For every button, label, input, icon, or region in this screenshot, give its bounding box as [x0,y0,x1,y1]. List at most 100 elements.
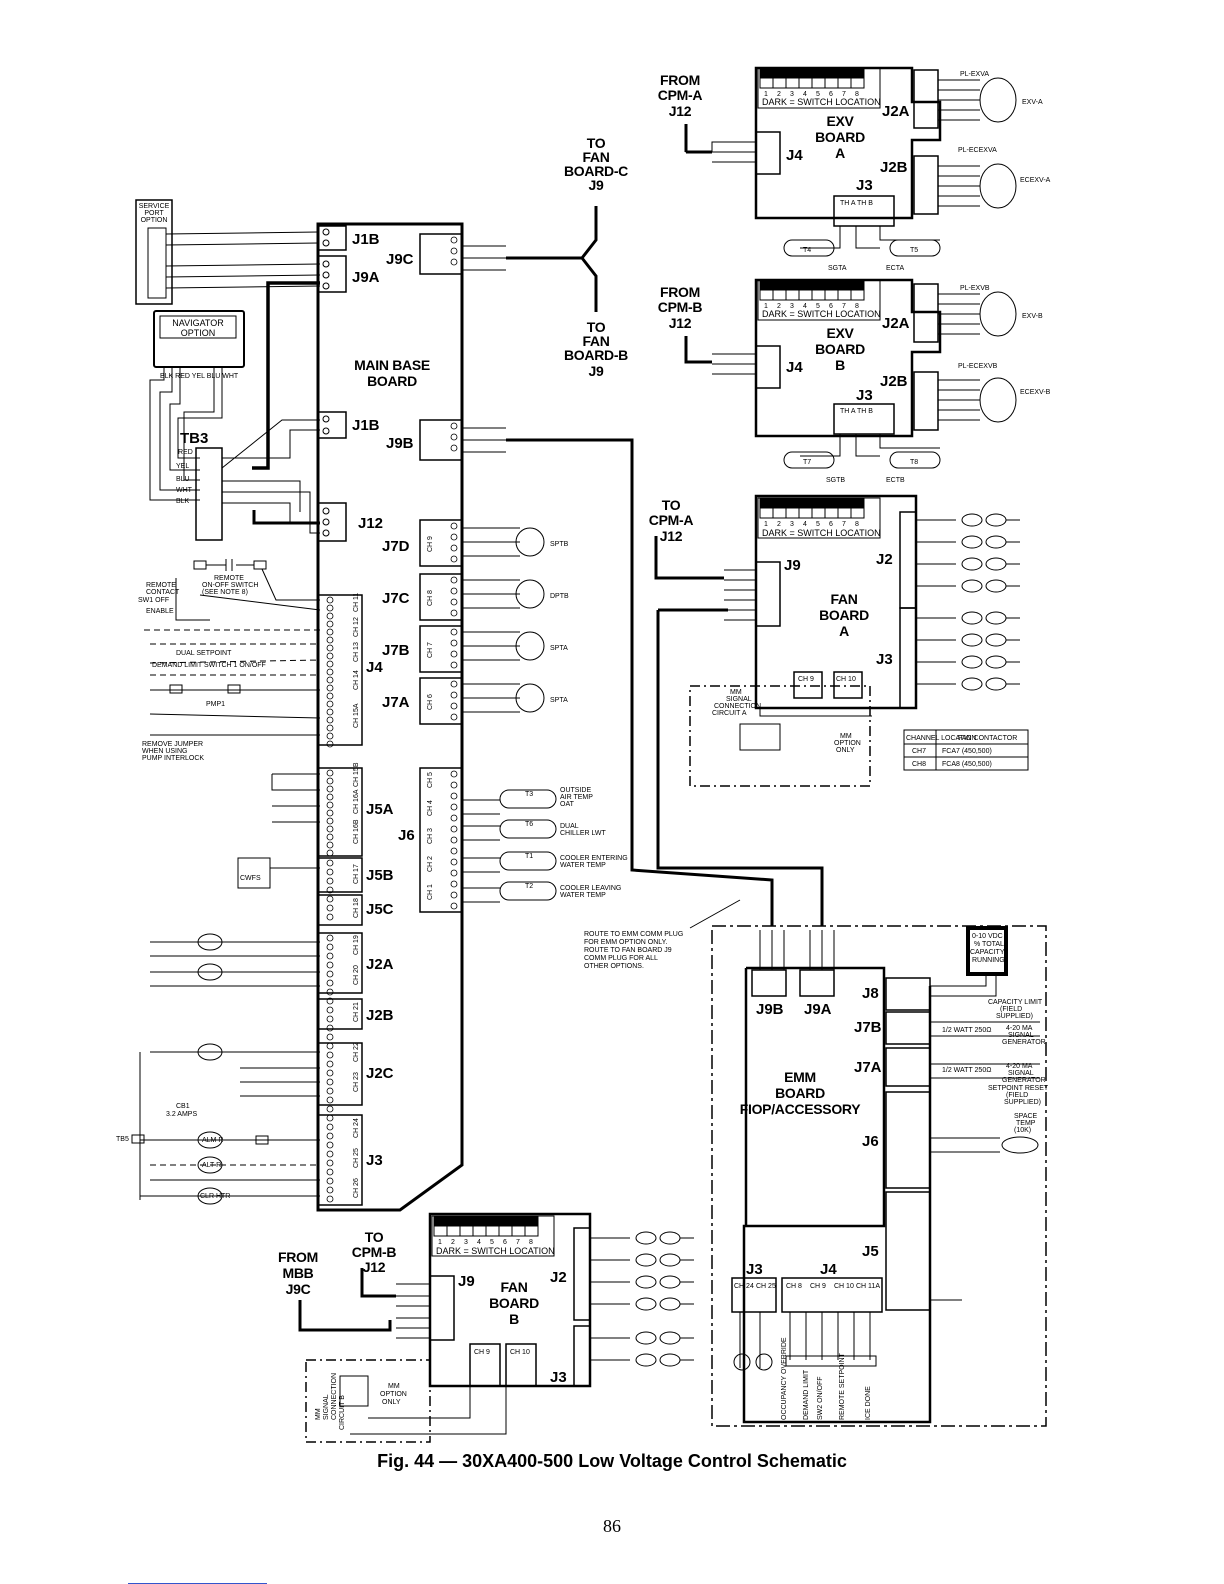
exv-b-sgtb: SGTB [826,477,845,484]
dip-cell [485,1215,500,1227]
contactor-coil [659,1297,681,1311]
terminal-pin [326,612,334,620]
dip-cell [824,279,839,291]
dip-cell [511,1225,526,1237]
tb3-heavy-link [252,510,320,525]
dip-number: 6 [829,303,833,310]
dip-number: 1 [438,1239,442,1246]
page-number: 86 [603,1516,621,1536]
table-hdr-contactor: FAN CONTACTOR [958,735,1017,742]
terminal-pin [450,555,458,563]
conn-j9c: J9C [386,251,414,268]
emm-ch24: CH 24 [734,1283,754,1290]
emm-label3: FIOP/ACCESSORY [740,1101,861,1117]
contactor-coil [985,579,1007,593]
mm-a-option3: ONLY [836,747,855,754]
dip-number: 1 [764,303,768,310]
table-hdr-channel: CHANNEL LOCATION [906,735,976,742]
exv-a-j2a: J2A [882,103,910,120]
dual-setpoint-label: DUAL SETPOINT [176,650,232,657]
dip-cell [785,67,800,79]
terminal-pin [450,444,458,452]
emm-route4: COMM PLUG FOR ALL [584,955,658,962]
dip-cell [837,289,852,301]
emm-j7a: J7A [854,1059,882,1076]
contactor-coil [961,535,983,549]
exv-a-plug2: PL-ECEXVA [958,147,997,154]
terminal-pin [326,1078,334,1086]
dip-cell [811,279,826,291]
exv-b-t8: T8 [910,459,918,466]
thermistors [462,789,557,903]
dip-number: 3 [790,521,794,528]
fan-a-to1: TO [662,497,681,513]
emm-j7b: J7B [854,1019,882,1036]
setpoint-reset3: SUPPLIED) [1004,1099,1041,1106]
dip-cell [824,289,839,301]
terminal-pin [450,639,458,647]
mbb-left-pins [322,228,330,537]
navigator-line2: OPTION [181,328,216,338]
terminal-pin [450,814,458,822]
exv-b-t7: T7 [803,459,811,466]
dip-cell [798,507,813,519]
exv-a-sgta: SGTA [828,265,847,272]
mm-b-option3: ONLY [382,1399,401,1406]
remote-contact-line2: CONTACT [146,589,180,596]
terminal-pin [326,676,334,684]
exv-a-j2b: J2B [880,159,908,176]
fan-b-label1: FAN [500,1279,527,1295]
contactor-coil [635,1297,657,1311]
terminal-pin [326,961,334,969]
terminal-pin [326,652,334,660]
fan-a-label1: FAN [830,591,857,607]
remote-contact-area [144,559,321,736]
tb5-label: TB5 [116,1136,129,1143]
ch-16a: CH 16A [353,789,360,814]
terminal-pin [326,877,334,885]
cap-limit3: SUPPLIED) [996,1013,1033,1020]
dip-number: 2 [451,1239,455,1246]
terminal-pin [450,533,458,541]
terminal-pin [326,988,334,996]
terminal-pin [326,596,334,604]
exv-a-from2: CPM-A [658,87,703,103]
dip-cell [837,507,852,519]
remote-setpoint: REMOTE SETPOINT [839,1352,846,1420]
exv-a-from1: FROM [660,72,700,88]
terminal-pin [326,740,334,748]
dip-cell [772,497,787,509]
terminal-pin [326,1024,334,1032]
mbb-label-line1: MAIN BASE [354,357,430,373]
terminal-pin [326,1141,334,1149]
terminal-pin [326,1060,334,1068]
terminal-pin [326,849,334,857]
dip-cell [446,1225,461,1237]
terminal-pin [326,644,334,652]
dip-number: 2 [777,303,781,310]
dip-cell [511,1215,526,1227]
therm-t1-desc1: COOLER ENTERING [560,855,628,862]
terminal-pin [326,1087,334,1095]
dip-number: 5 [816,303,820,310]
exv-a-label3: A [835,145,845,161]
conn-j7a: J7A [382,694,410,711]
fan-b-from3: J9C [286,1281,311,1297]
exv-b-label3: B [835,357,845,373]
gen2-line2: SIGNAL [1008,1070,1034,1077]
demand-limit-emm: DEMAND LIMIT [803,1369,810,1420]
ch-6-mbb: CH 6 [427,694,434,710]
terminal-pin [326,708,334,716]
fan-b-line3: BOARD-B [564,347,628,363]
terminal-pin [326,833,334,841]
ch-24: CH 24 [353,1118,360,1138]
ch-3-mbb: CH 3 [427,828,434,844]
jumper-note-line3: PUMP INTERLOCK [142,755,204,762]
ch-17: CH 17 [353,864,360,884]
terminal-pin [326,913,334,921]
ch-9-mbb: CH 9 [427,536,434,552]
ch-25: CH 25 [353,1148,360,1168]
